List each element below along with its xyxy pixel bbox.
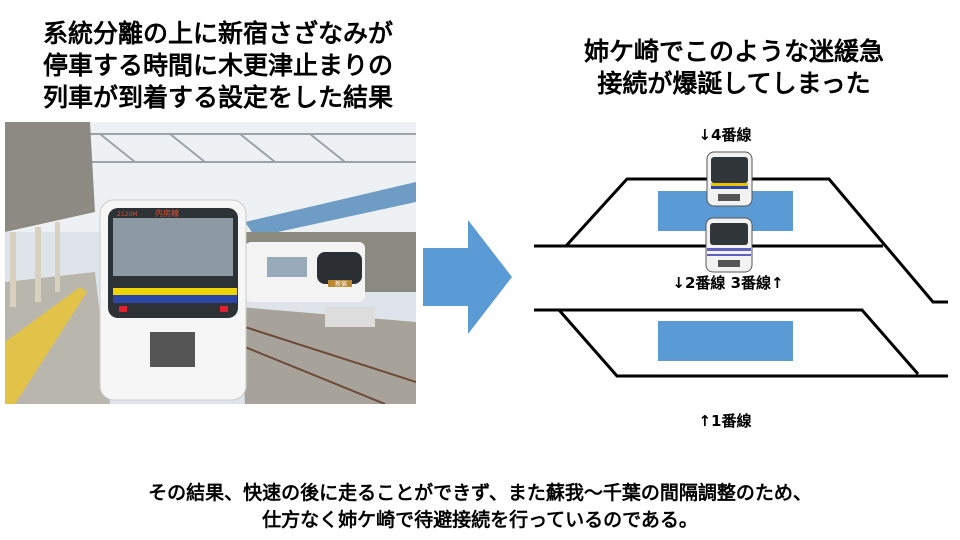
- left-title: 系統分離の上に新宿さざなみが 停車する時間に木更津止まりの 列車が到着する設定を…: [0, 18, 436, 114]
- left-title-line: 停車する時間に木更津止まりの: [42, 51, 393, 80]
- bottom-caption: その結果、快速の後に走ることができず、また蘇我～千葉の間隔調整のため、 仕方なく…: [0, 480, 960, 534]
- bottom-caption-line: その結果、快速の後に走ることができず、また蘇我～千葉の間隔調整のため、: [148, 482, 812, 504]
- train-e217-icon: [705, 217, 753, 273]
- train-number: 2120M: [117, 211, 137, 218]
- track-1-label: ↑1番線: [698, 412, 752, 430]
- track-2-line: [534, 308, 920, 375]
- bottom-caption-line: 仕方なく姉ケ崎で待避接続を行っているのである。: [262, 509, 698, 531]
- right-title: 姉ケ崎でこのような迷緩急 接続が爆誕してしまった: [520, 36, 948, 100]
- station-photo: 内房線 2120M 新宿: [5, 122, 416, 404]
- right-title-line: 姉ケ崎でこのような迷緩急: [583, 37, 884, 66]
- platform-lower: [658, 321, 793, 361]
- track-1-line: [557, 309, 948, 378]
- track-2-3-label: ↓2番線 3番線↑: [672, 274, 784, 292]
- destination-sign: 内房線: [155, 208, 179, 218]
- track-4-line: [564, 177, 948, 304]
- right-title-line: 接続が爆誕してしまった: [597, 69, 871, 98]
- left-title-line: 系統分離の上に新宿さざなみが: [42, 19, 393, 48]
- left-title-line: 列車が到着する設定をした結果: [42, 83, 393, 112]
- train-209-icon: [706, 151, 753, 207]
- track-diagram: [534, 151, 948, 378]
- track-4-label: ↓4番線: [698, 126, 752, 144]
- second-train-sign: 新宿: [335, 280, 347, 288]
- right-arrow-icon: [423, 220, 512, 334]
